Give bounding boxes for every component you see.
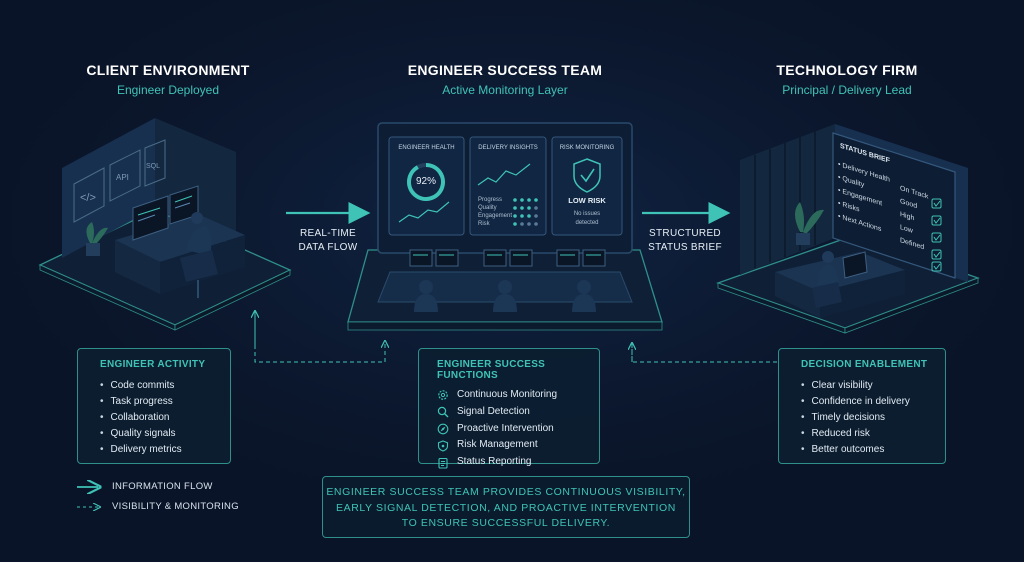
decision-enablement-list: Clear visibility Confidence in delivery …: [801, 378, 945, 458]
success-functions-list: Continuous Monitoring Signal Detection P…: [437, 387, 599, 471]
list-item: Reduced risk: [801, 426, 945, 442]
risk-detail-line2: detected: [575, 220, 599, 226]
engineer-activity-title: ENGINEER ACTIVITY: [100, 359, 206, 370]
list-item: Delivery metrics: [100, 442, 230, 458]
list-item: Code commits: [100, 378, 230, 394]
insights-panel-title: DELIVERY INSIGHTS: [478, 145, 538, 151]
status-brief-flow-line2: STATUS BRIEF: [648, 242, 722, 253]
status-brief-checks: [931, 198, 942, 272]
engineer-activity-list: Code commits Task progress Collaboration…: [100, 378, 230, 458]
report-document-icon: [438, 457, 448, 469]
risk-status: LOW RISK: [568, 196, 606, 205]
list-item: Risk Management: [437, 437, 599, 454]
insights-row: Quality: [478, 205, 497, 211]
health-panel-title: ENGINEER HEALTH: [398, 145, 455, 151]
insights-row: Risk: [478, 221, 490, 227]
client-room: </> API SQL: [38, 118, 292, 331]
risk-detail: No issues detected: [552, 210, 622, 228]
success-functions-title: ENGINEER SUCCESS FUNCTIONS: [437, 359, 546, 381]
monitoring-gear-icon: [438, 390, 448, 401]
legend-visibility-monitoring: VISIBILITY & MONITORING: [112, 501, 239, 512]
legend-information-flow: INFORMATION FLOW: [112, 481, 213, 492]
list-item: Continuous Monitoring: [437, 387, 599, 404]
list-item: Better outcomes: [801, 442, 945, 458]
decision-enablement-box: DECISION ENABLEMENT Clear visibility Con…: [778, 348, 946, 464]
insights-rows: Progress Quality Engagement Risk: [478, 196, 512, 228]
insights-row: Engagement: [478, 213, 513, 219]
list-item: Confidence in delivery: [801, 394, 945, 410]
list-item: Task progress: [100, 394, 230, 410]
summary-line2: EARLY SIGNAL DETECTION, AND PROACTIVE IN…: [335, 501, 676, 514]
client-subtitle: Engineer Deployed: [116, 83, 220, 97]
shield-check-icon: [573, 158, 601, 193]
status-brief-items: • Delivery Health • Quality • Engagement…: [838, 158, 900, 247]
summary-line3: TO ENSURE SUCCESSFUL DELIVERY.: [401, 517, 611, 529]
firm-title: TECHNOLOGY FIRM: [776, 62, 918, 78]
risk-detail-line1: No issues: [573, 211, 601, 217]
firm-subtitle: Principal / Delivery Lead: [782, 83, 912, 97]
realtime-flow-label: REAL-TIME DATA FLOW: [290, 227, 366, 255]
firm-room: [716, 124, 980, 334]
code-icon: </>: [80, 192, 96, 204]
success-room: [347, 122, 663, 331]
monitoring-dashed-connectors: [255, 310, 778, 363]
success-title: ENGINEER SUCCESS TEAM: [407, 62, 603, 78]
cloud-icon: API: [116, 173, 129, 182]
list-item: Timely decisions: [801, 410, 945, 426]
shield-icon: [437, 440, 449, 452]
client-title: CLIENT ENVIRONMENT: [86, 62, 250, 78]
list-item: Proactive Intervention: [437, 421, 599, 438]
risk-panel-title: RISK MONITORING: [559, 145, 615, 151]
health-value: 92%: [415, 176, 436, 187]
realtime-flow-line1: REAL-TIME: [299, 228, 357, 239]
list-item: Status Reporting: [437, 454, 599, 471]
decision-enablement-title: DECISION ENABLEMENT: [801, 359, 928, 370]
success-subtitle: Active Monitoring Layer: [442, 83, 568, 97]
status-brief-flow-label: STRUCTURED STATUS BRIEF: [645, 227, 725, 255]
health-gauge-arc: [407, 163, 445, 201]
list-item: Quality signals: [100, 426, 230, 442]
status-brief-flow-line1: STRUCTURED: [649, 228, 721, 239]
database-icon: SQL: [146, 163, 160, 170]
insights-row: Progress: [478, 197, 503, 203]
engineer-activity-box: ENGINEER ACTIVITY Code commits Task prog…: [77, 348, 231, 464]
status-brief-values: On Track Good High Low Defined: [900, 182, 928, 256]
list-item: Signal Detection: [437, 404, 599, 421]
intervention-compass-icon: [437, 423, 449, 435]
realtime-flow-line2: DATA FLOW: [298, 242, 358, 253]
signal-magnifier-icon: [437, 406, 449, 418]
list-item: Clear visibility: [801, 378, 945, 394]
list-item: Collaboration: [100, 410, 230, 426]
summary-line1: ENGINEER SUCCESS TEAM PROVIDES CONTINUOU…: [326, 486, 686, 498]
success-functions-box: ENGINEER SUCCESS FUNCTIONS Continuous Mo…: [418, 348, 600, 469]
summary-banner: ENGINEER SUCCESS TEAM PROVIDES CONTINUOU…: [322, 476, 690, 538]
